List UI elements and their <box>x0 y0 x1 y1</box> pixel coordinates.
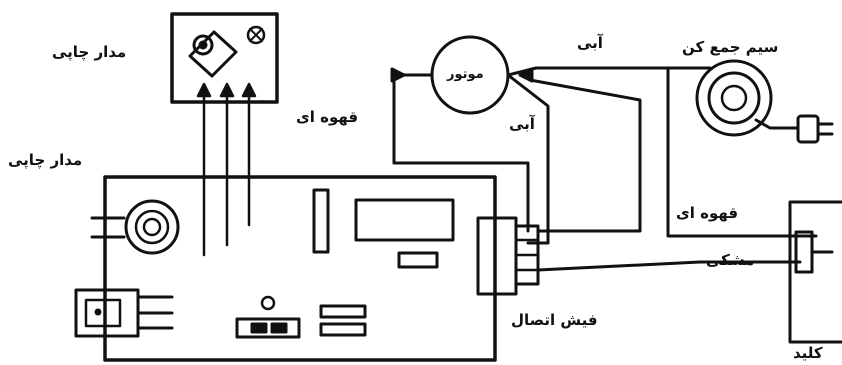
plug-icon <box>796 114 834 144</box>
label-brown-left: قهوه ای <box>296 108 359 126</box>
label-printed-circuit-top: مدار چاپی <box>52 43 127 61</box>
ic-chip <box>354 198 455 242</box>
potentiometer-icon <box>188 30 238 78</box>
label-blue-bottom: آبی <box>509 115 535 133</box>
lamp-icon <box>246 25 266 45</box>
label-motor: موتور <box>447 67 484 82</box>
speaker-icon <box>90 199 180 255</box>
capacitor-bottom <box>319 322 367 337</box>
component-strip <box>235 317 301 339</box>
main-circuit-board <box>74 175 497 362</box>
vertical-component <box>312 188 330 254</box>
label-connector-plug: فیش اتصال <box>511 311 598 329</box>
label-brown-right: قهوه ای <box>676 204 739 222</box>
label-blue-top: آبی <box>577 34 603 52</box>
small-component <box>397 251 439 269</box>
cord-reel <box>695 59 800 137</box>
label-black: مشکی <box>706 251 755 269</box>
wires <box>392 66 818 272</box>
label-printed-circuit-main: مدار چاپی <box>8 151 83 169</box>
capacitor-top <box>319 304 367 319</box>
label-cord-reel: سیم جمع کن <box>682 38 779 56</box>
label-switch: کلید <box>793 344 823 362</box>
switch <box>788 200 842 344</box>
small-circuit-board <box>170 12 279 104</box>
led <box>260 295 276 311</box>
board-link-wires <box>196 82 257 257</box>
relay-icon <box>74 288 174 338</box>
